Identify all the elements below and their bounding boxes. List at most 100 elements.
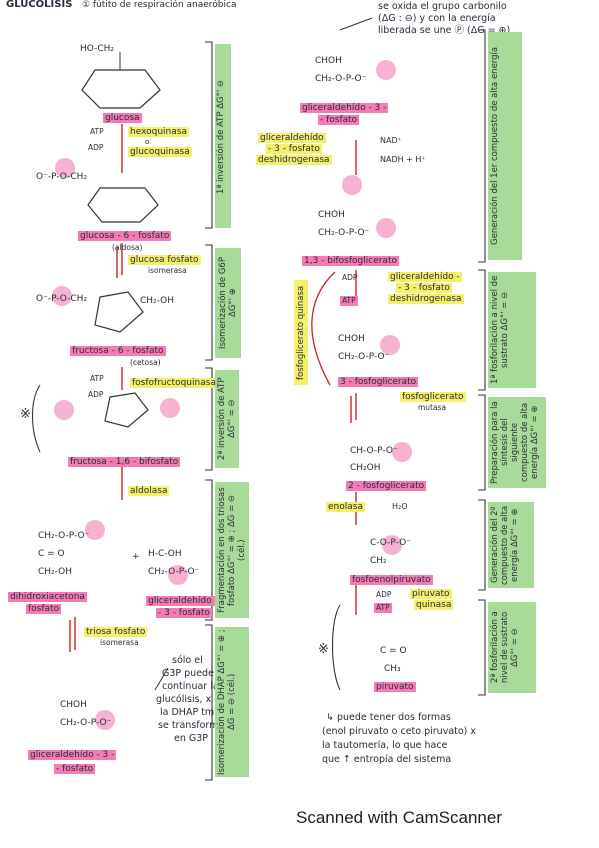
scanner-watermark: Scanned with CamScanner [296, 808, 503, 827]
label-pg3: 3 - fosfoglicerato [338, 377, 419, 387]
phosphate-highlight [380, 335, 400, 355]
bpg-chem-1: CHOH [318, 210, 345, 220]
enzyme-gapdh: gliceraldehído [258, 133, 326, 143]
enzyme-isomerasa: glucosa fosfato [128, 255, 201, 265]
label-g3p-2: - 3 - fosfato [156, 608, 212, 618]
g6p-phosphate: O⁻-P-O-CH₂ [36, 172, 88, 182]
f6p-phosphate: O⁻-P-O-CH₂ [36, 294, 88, 304]
note-line: la DHAP tmb [160, 707, 221, 718]
enzyme-pfk: fosfofructoquinasa [130, 378, 218, 388]
r-note-line: ↳ puede tener dos formas [326, 712, 451, 723]
plus-sign: + [132, 552, 140, 562]
r-g3p-chem-2: CH₂-O-P-O⁻ [315, 74, 367, 84]
r-phase-4-label: Generación del 2º compuesto de alta ener… [490, 505, 520, 585]
pg2-chem-2: CH₂OH [350, 463, 381, 473]
dhap-chem-1: CH₂-O-P-O⁻ [38, 531, 90, 541]
nad-label: NAD⁺ [380, 136, 402, 145]
note-line: continuar la [162, 681, 219, 692]
phase-bar [215, 44, 231, 228]
enzyme-gapdh-3: deshidrogenasa [256, 155, 332, 165]
enzyme-aldolasa: aldolasa [128, 486, 170, 496]
g3p-chem-2: CH₂-O-P-O⁻ [148, 567, 200, 577]
label-g3p: gliceraldehído - [146, 596, 220, 606]
f6p-ch2oh: CH₂-OH [140, 296, 175, 306]
aldosa-label: (aldosa) [112, 243, 143, 252]
page-subtitle: ① fútito de respiración anaeróbica [82, 0, 237, 10]
top-note-line3: liberada se une Ⓟ (ΔG = ⊕) [378, 25, 511, 36]
dhap-chem-3: CH₂-OH [38, 567, 73, 577]
phase-2-label: Isomerización de G6P ΔG°' ⊕ [218, 257, 238, 349]
nadh-label: NADH + H⁺ [380, 155, 426, 164]
r-note-line: la tautomería, lo que hace [322, 740, 448, 751]
phosphate-highlight [168, 565, 188, 585]
or-label: o [145, 138, 150, 146]
enzyme-hexoquinasa: hexoquinasa [128, 127, 189, 137]
phase-5-label: Isomerización de DHAP ΔG°' = ⊕ ; ΔG = ⊖ … [217, 629, 237, 775]
label-piruvato: piruvato [374, 682, 416, 692]
enzyme-gapdh-2: - 3 - fosfato [266, 144, 322, 154]
phase-bar [488, 397, 546, 488]
h2o-label: H₂O [392, 502, 408, 511]
phosphate-highlight [392, 442, 412, 462]
r-adp-label: ADP [342, 273, 358, 282]
atp-label-2: ATP [90, 374, 104, 383]
r-g3p-chem-1: CHOH [315, 56, 342, 66]
pg3-chem-2: CH₂-O-P-O⁻ [338, 352, 390, 362]
phase-bar [215, 627, 249, 777]
phosphate-highlight [160, 398, 180, 418]
phase-bar [488, 32, 522, 260]
enzyme-enolasa: enolasa [326, 502, 365, 512]
label-g3p-bottom-2: - fosfato [54, 764, 96, 774]
r-phase-3-label: Preparación para la síntesis del siguien… [490, 401, 540, 484]
phosphate-highlight [95, 710, 115, 730]
label-glucosa: glucosa [103, 113, 142, 123]
adp-label: ADP [88, 143, 104, 152]
enzyme-mutasa-2: mutasa [418, 403, 447, 412]
note-line: G3P puede [162, 668, 214, 679]
page-title: GLUCÓLISIS [6, 0, 73, 10]
r-label-g3p-2: - fosfato [318, 115, 360, 125]
r-label-g3p: gliceraldehído - 3 - [300, 103, 389, 113]
top-note-line2: (ΔG : ⊖) y con la energía [378, 13, 496, 24]
r-phase-1-label: Generación del 1er compuesto de alta ene… [490, 46, 500, 246]
cetosa-label: (cetosa) [130, 358, 161, 367]
r-enzyme-gapdh-2: - 3 - fosfato [396, 283, 452, 293]
star-mark: ※ [20, 407, 31, 422]
dhap-chem-2: C = O [38, 549, 65, 559]
glucose-ring-label: HO-CH₂ [80, 44, 115, 54]
enzyme-glucoquinasa: glucoquinasa [128, 147, 192, 157]
bpg-chem-2: CH₂-O-P-O⁻ [318, 228, 370, 238]
phosphate-highlight [376, 218, 396, 238]
pg3-chem-1: CHOH [338, 334, 365, 344]
enzyme-isomerasa-2: isomerasa [148, 266, 187, 275]
phosphate-highlight [342, 175, 362, 195]
g3p-chem-1: H-C-OH [148, 549, 182, 559]
pk-adp-label: ADP [376, 590, 392, 599]
phase-bar [215, 248, 241, 358]
r-note-line: que ↑ entropía del sistema [322, 754, 452, 765]
phosphate-highlight [376, 60, 396, 80]
label-g3p-bottom: gliceraldehído - 3 - [28, 750, 117, 760]
phase-1-label: 1ª inversión de ATP ΔG°' ⊖ [216, 80, 226, 195]
adp-label-2: ADP [88, 390, 104, 399]
top-note-line1: se oxida el grupo carbonilo [378, 1, 507, 12]
label-f6p: fructosa - 6 - fosfato [70, 346, 166, 356]
pk-atp-label: ATP [374, 603, 392, 613]
enzyme-tpi-2: isomerasa [100, 638, 139, 647]
r-phase-5-label: 2ª fosforilación a nivel de sustrato ΔG°… [490, 611, 520, 684]
phase-bar [488, 502, 534, 588]
pep-chem-1: C-O-P-O⁻ [370, 538, 411, 548]
g3p-bottom-chem-2: CH₂-O-P-O⁻ [60, 718, 112, 728]
label-bpg: 1,3 - bifosfoglicerato [302, 256, 399, 266]
pyr-chem-1: C = O [380, 646, 407, 656]
phosphate-highlight [85, 520, 105, 540]
label-g6p: glucosa - 6 - fosfato [78, 231, 172, 241]
phosphate-highlight [382, 535, 402, 555]
pyr-chem-2: CH₃ [384, 664, 401, 674]
label-f16bp: fructosa - 1,6 - bifosfato [68, 457, 181, 467]
r-enzyme-gapdh-3: deshidrogenasa [388, 294, 464, 304]
label-dhap-2: fosfato [26, 604, 62, 614]
r-note-line: (enol piruvato o ceto piruvato) x [322, 726, 477, 737]
